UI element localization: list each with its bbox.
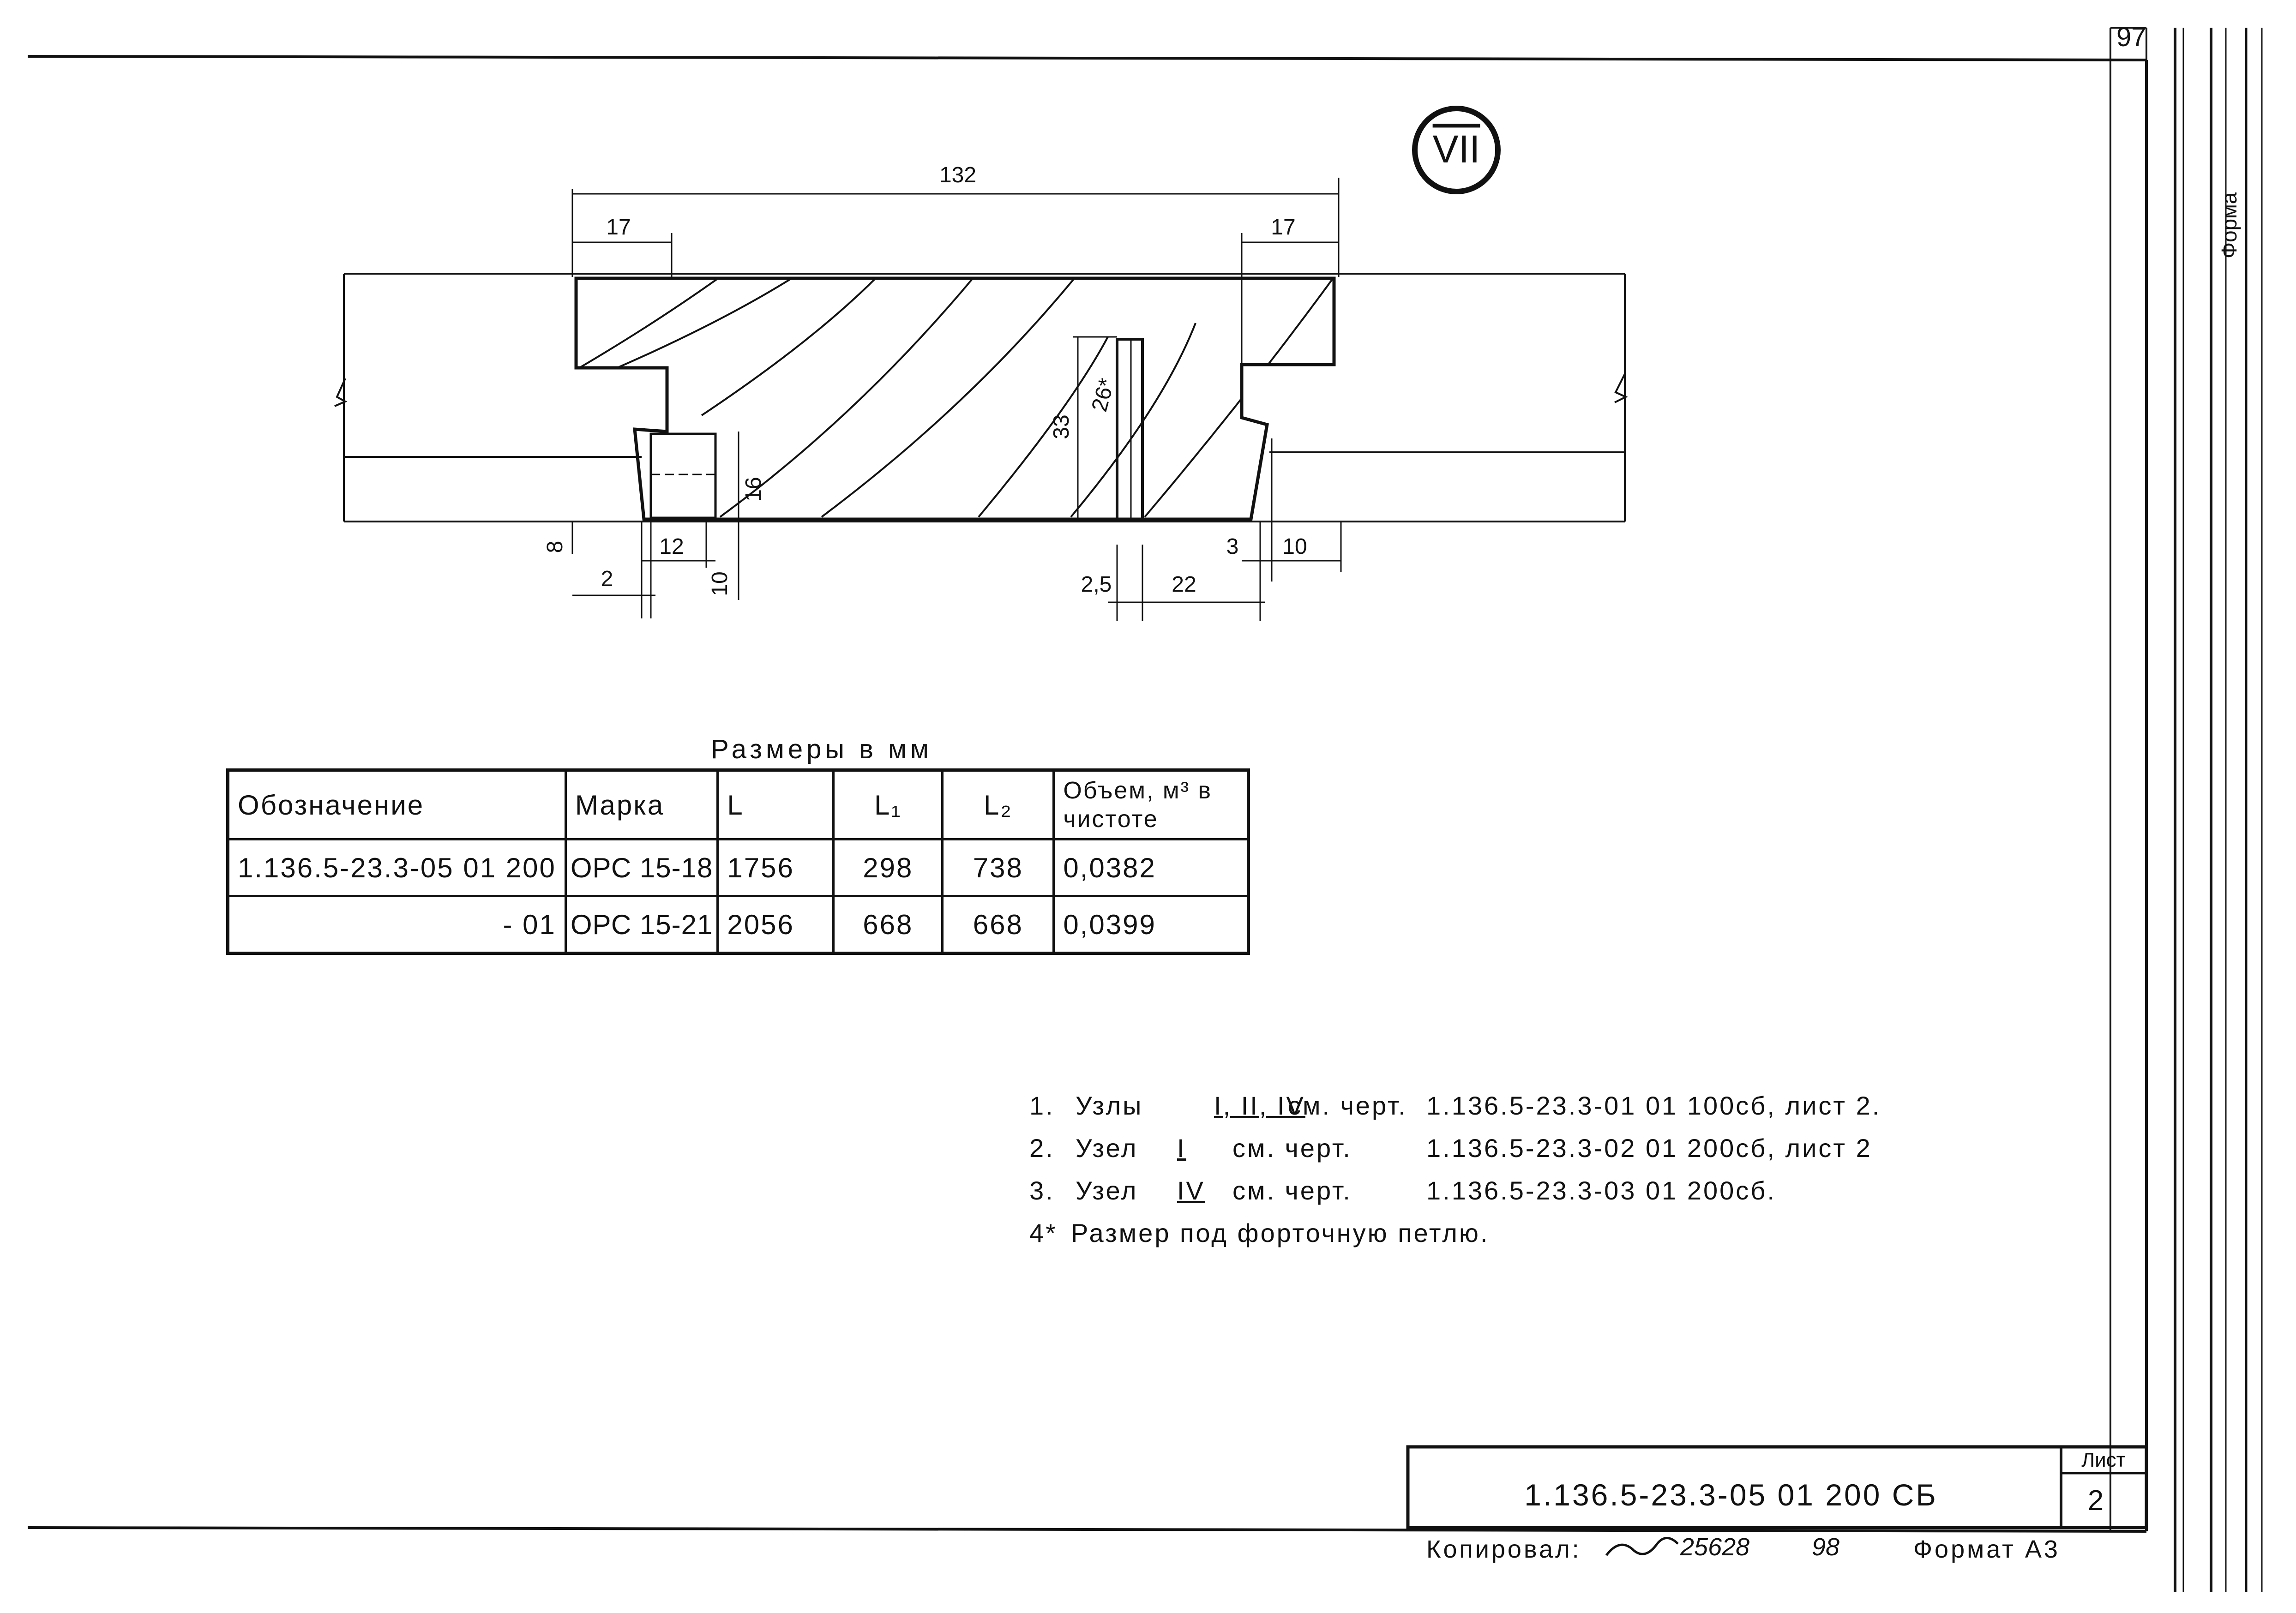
title-sheet-value: 2 (2088, 1485, 2104, 1517)
col-designation: Обозначение (227, 769, 567, 840)
table-header-row: Обозначение Марка L L₁ L₂ Объем, м³ в чи… (227, 769, 1250, 840)
table-row: - 01 ОРС 15-21 2056 668 668 0,0399 (227, 895, 1250, 954)
profile-section (574, 276, 1336, 521)
col-mark: Марка (564, 769, 719, 840)
dim-2: 2 (601, 567, 613, 591)
row1-volume: 0,0382 (1052, 838, 1250, 897)
dimension-lines (571, 178, 1342, 621)
dim-132: 132 (939, 163, 976, 187)
dim-17-right: 17 (1271, 215, 1295, 240)
section-hatching (576, 278, 1334, 518)
dim-16: 16 (741, 477, 766, 501)
table-row: 1.136.5-23.3-05 01 200 ОРС 15-18 1756 29… (227, 838, 1250, 897)
node-circle (1412, 106, 1501, 194)
dim-8: 8 (543, 541, 567, 553)
spec-table: Обозначение Марка L L₁ L₂ Объем, м³ в чи… (226, 768, 1250, 955)
dim-2-5: 2,5 (1081, 572, 1112, 597)
format-label: Формат А3 (1913, 1535, 2060, 1563)
side-stamp: Форма (2217, 192, 2241, 258)
dim-3: 3 (1226, 534, 1239, 559)
title-code: 1.136.5-23.3-05 01 200 СБ (1524, 1478, 1938, 1512)
title-sheet-label: Лист (2081, 1449, 2126, 1471)
row2-L: 2056 (716, 895, 835, 954)
dim-12: 12 (659, 534, 684, 559)
copied-number: 25628 (1680, 1533, 1749, 1561)
row2-designation: - 01 (227, 895, 567, 954)
frame (27, 27, 2148, 1533)
copied-year: 98 (1812, 1533, 1839, 1561)
row1-mark: ОРС 15-18 (564, 838, 719, 897)
groove-rect (649, 432, 717, 519)
dimension-labels: 132 17 17 16 8 12 2 10 33 26* 2,5 22 3 1… (543, 163, 1307, 597)
row1-designation: 1.136.5-23.3-05 01 200 (227, 838, 567, 897)
dim-33: 33 (1049, 414, 1074, 439)
dim-26: 26* (1087, 376, 1119, 414)
row1-L: 1756 (716, 838, 835, 897)
table-caption: Размеры в мм (711, 734, 932, 764)
row1-L1: 298 (832, 838, 944, 897)
copied-signature (1605, 1537, 1679, 1556)
node-label: VII (1433, 127, 1480, 171)
hinge-slot (1116, 338, 1144, 521)
row2-mark: ОРС 15-21 (564, 895, 719, 954)
row1-L2: 738 (941, 838, 1055, 897)
dim-17-left: 17 (606, 215, 631, 240)
copied-label: Копировал: (1426, 1535, 1581, 1563)
dim-22: 22 (1172, 572, 1196, 597)
row2-L2: 668 (941, 895, 1055, 954)
col-L1: L₁ (832, 769, 944, 840)
side-strip (2174, 28, 2263, 1592)
col-L: L (716, 769, 835, 840)
profile-context-lines (334, 273, 1628, 522)
dim-10-left: 10 (708, 571, 732, 596)
col-volume: Объем, м³ в чистоте (1052, 769, 1250, 840)
sheet-number: 97 (2116, 22, 2146, 52)
row2-volume: 0,0399 (1052, 895, 1250, 954)
row2-L1: 668 (832, 895, 944, 954)
col-L2: L₂ (941, 769, 1055, 840)
title-block (1406, 1445, 2148, 1529)
dim-10-right: 10 (1282, 534, 1307, 559)
